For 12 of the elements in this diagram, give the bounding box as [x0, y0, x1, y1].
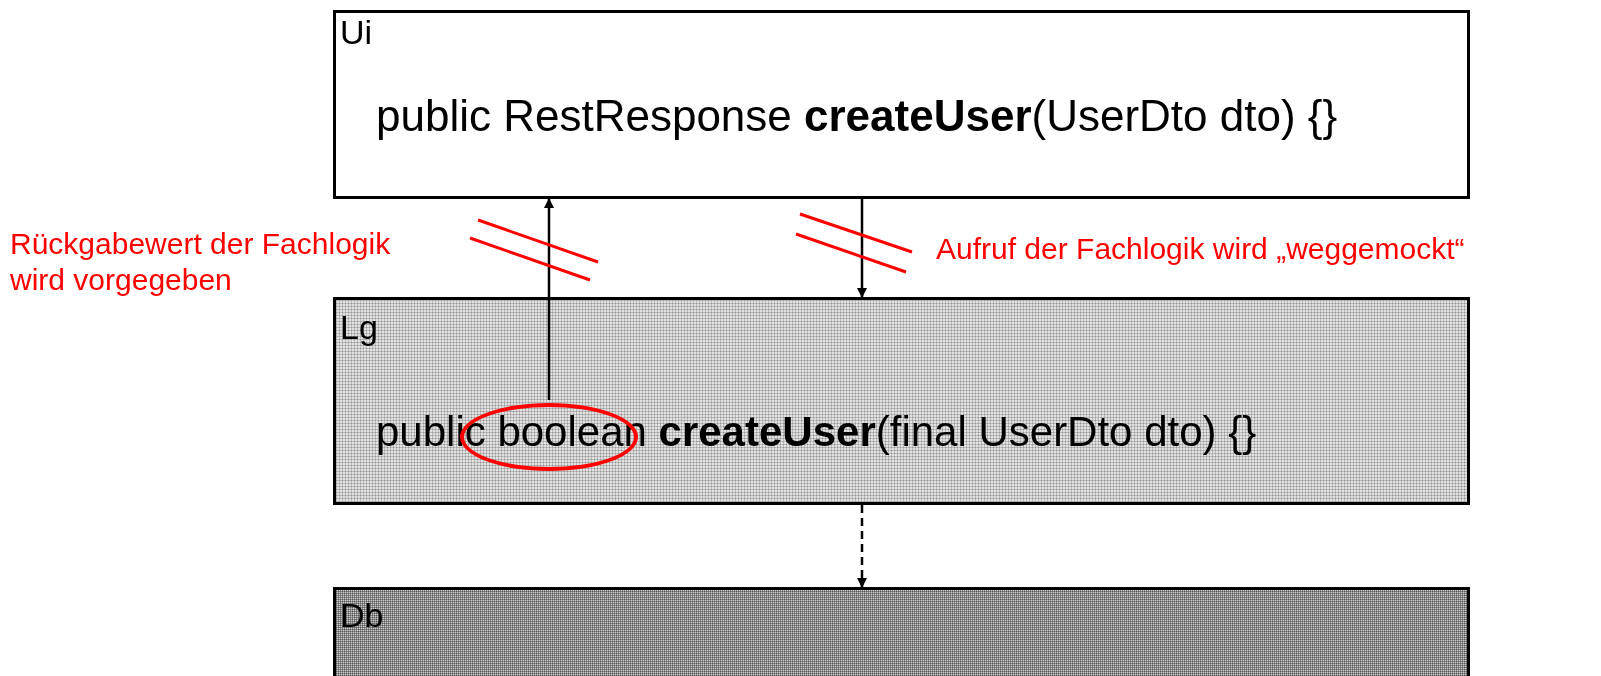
arrow: [857, 505, 867, 588]
layer-title: Lg: [340, 308, 378, 347]
layer-box: [333, 587, 1470, 676]
arrow: [544, 198, 554, 400]
method-signature: public RestResponse createUser(UserDto dto) {}: [376, 91, 1338, 141]
annotation-note: Aufruf der Fachlogik wird „weggemockt“: [936, 231, 1465, 267]
layer-box: [333, 10, 1470, 199]
arrow: [857, 199, 867, 298]
annotation-note: Rückgabewert der Fachlogik wird vorgegeben: [10, 226, 392, 298]
layer-title: Db: [340, 596, 384, 635]
layer-title: Ui: [340, 13, 373, 52]
layer-box: [333, 297, 1470, 505]
